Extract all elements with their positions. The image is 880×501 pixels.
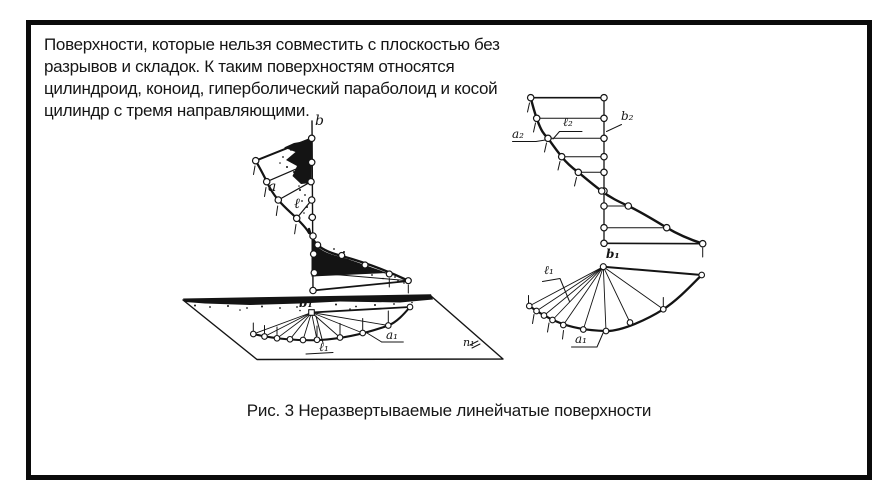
label-axo-l1: ℓ₁ bbox=[319, 340, 329, 354]
label-front-b2: b₂ bbox=[621, 109, 634, 123]
description-text: Поверхности, которые нельзя совместить с… bbox=[44, 34, 504, 122]
label-curve-a: a bbox=[268, 179, 277, 195]
label-plan-b1: b₁ bbox=[606, 247, 620, 261]
label-front-a2: a₂ bbox=[512, 127, 524, 141]
label-directrix-b: b bbox=[315, 113, 324, 129]
label-generator-l: ℓ bbox=[294, 196, 300, 212]
description-line: цилиндроид, коноид, гиперболический пара… bbox=[44, 79, 498, 98]
figure-border bbox=[26, 20, 872, 480]
label-plane-p1: п₁ bbox=[463, 336, 475, 349]
label-plan-l1: ℓ₁ bbox=[544, 263, 554, 277]
label-plan-a1: a₁ bbox=[575, 332, 587, 346]
label-axo-b1: b₁ bbox=[299, 296, 313, 310]
label-axo-a1: a₁ bbox=[386, 328, 398, 342]
label-front-l2: ℓ₂ bbox=[563, 115, 573, 129]
description-line: разрывов и складок. К таким поверхностям… bbox=[44, 57, 455, 76]
figure-caption: Рис. 3 Неразвертываемые линейчатые повер… bbox=[246, 401, 652, 420]
description-line: Поверхности, которые нельзя совместить с… bbox=[44, 35, 500, 54]
description-line: цилиндр с тремя направляющими. bbox=[44, 101, 310, 120]
